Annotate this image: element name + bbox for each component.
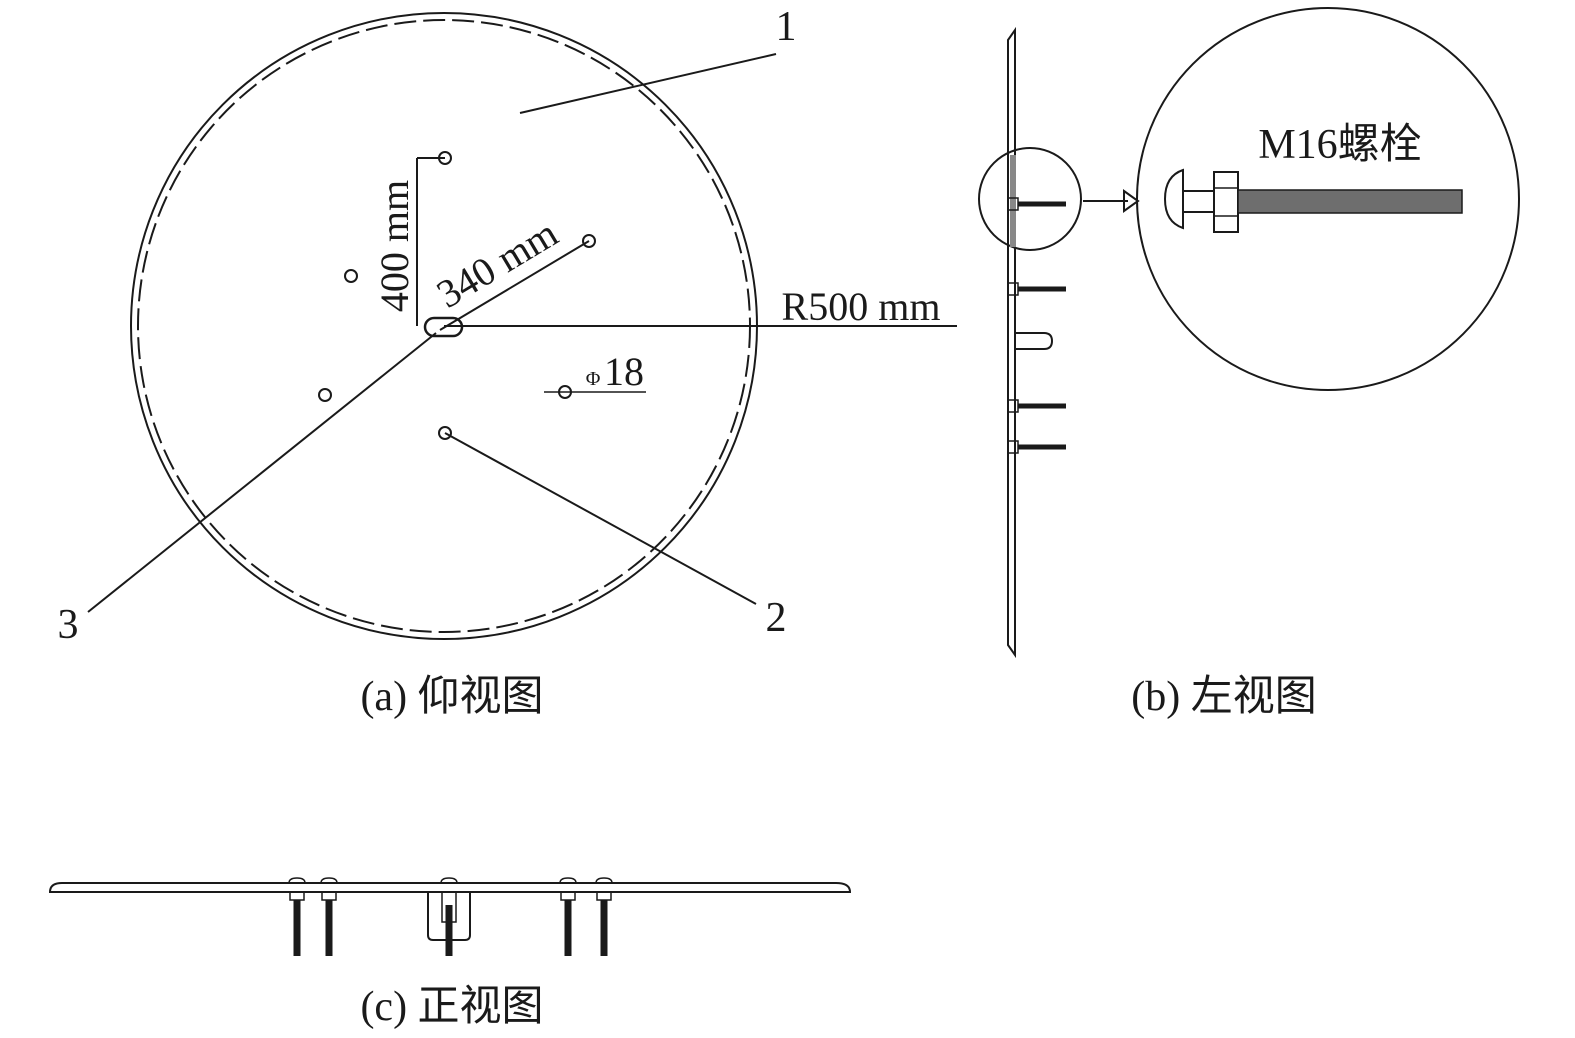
bolt-hole: [582, 234, 596, 248]
detail-circle-large: [1136, 7, 1520, 391]
caption-view-c: (c) 正视图: [360, 984, 543, 1030]
front-bolt: [440, 877, 458, 956]
callout-slot: 3: [58, 602, 79, 648]
plate-front-profile: [48, 882, 852, 893]
caption-view-b: (b) 左视图: [1131, 674, 1316, 720]
bolt-thread: [1237, 189, 1463, 214]
view-b-left-view: M16螺栓 (b) 左视图: [978, 7, 1520, 720]
front-bolt: [595, 877, 613, 956]
side-bolt: [1007, 282, 1066, 296]
dim-hole-value: 18: [604, 349, 644, 394]
callout-hole: 2: [766, 595, 787, 641]
bolt-head: [1163, 168, 1184, 230]
m16-bolt-detail: [1163, 168, 1463, 233]
callout-leader-slot: [87, 332, 437, 613]
view-c-front-view: (c) 正视图: [48, 877, 852, 1030]
front-bolt: [559, 877, 577, 956]
bolt-hole: [438, 426, 452, 440]
callout-plate: 1: [776, 4, 797, 50]
detail-label-m16-bolt: M16螺栓: [1258, 122, 1421, 168]
hatch-area: [1010, 155, 1016, 247]
detail-arrow-head: [1123, 189, 1140, 213]
front-bolt: [288, 877, 306, 956]
bolt-hole: [318, 388, 332, 402]
bolt-nut: [1213, 171, 1239, 233]
dim-diagonal-line: [439, 240, 590, 331]
dim-radius-label: R500 mm: [782, 284, 941, 329]
bolt-hole: [344, 269, 358, 283]
side-bolt: [1007, 440, 1066, 454]
callout-leader-plate: [519, 53, 777, 114]
callout-leader-hole: [444, 432, 757, 605]
caption-view-a: (a) 仰视图: [360, 674, 543, 720]
side-bolt: [1007, 399, 1066, 413]
dim-hole-symbol: Φ: [586, 368, 601, 390]
side-bolt: [1007, 197, 1066, 211]
plate-side-profile: [1007, 26, 1016, 659]
front-bolt: [320, 877, 338, 956]
dim-diagonal-label: 340 mm: [429, 210, 566, 317]
dim-vertical-label: 400 mm: [372, 180, 417, 312]
view-a-bottom-view: 400 mm 340 mm R500 mm Φ 18 1 2 3 (a) 仰视图: [58, 4, 957, 720]
side-slot-bracket: [1016, 332, 1054, 350]
detail-circle-small: [978, 147, 1082, 251]
